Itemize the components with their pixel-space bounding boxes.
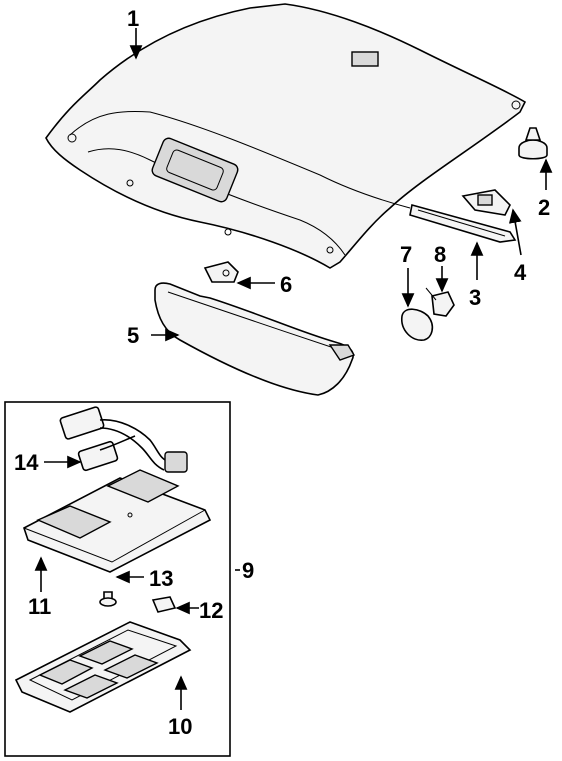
headliner [45,3,527,269]
headliner-clip-tab [351,51,379,67]
visor-clip [203,261,239,283]
callout-11: 11 [28,594,51,619]
sun-visor [154,282,356,396]
callout-6: 6 [280,272,292,297]
callout-4: 4 [514,260,527,285]
lamp-housing [23,469,212,573]
callout-1: 1 [127,6,139,31]
lamp-bulb [151,596,177,613]
leader-lines [34,28,553,710]
headliner-opening [151,137,239,203]
callout-2: 2 [538,195,550,220]
mounting-screw [99,591,117,607]
callout-9: 9 [242,558,254,583]
callout-10: 10 [168,714,192,739]
callout-8: 8 [434,242,446,267]
hook-clip [425,287,455,317]
callout-7: 7 [400,242,412,267]
cover-cap [401,308,434,341]
callout-14: 14 [14,450,39,475]
callout-12: 12 [199,598,223,623]
dome-lamp-assembly-box [4,401,231,757]
retainer-clip [518,127,548,160]
callout-5: 5 [127,323,139,348]
rail-bracket [461,189,511,216]
lamp-lens [14,621,192,713]
callout-13: 13 [149,566,173,591]
side-rail [409,204,517,243]
callout-3: 3 [469,285,481,310]
